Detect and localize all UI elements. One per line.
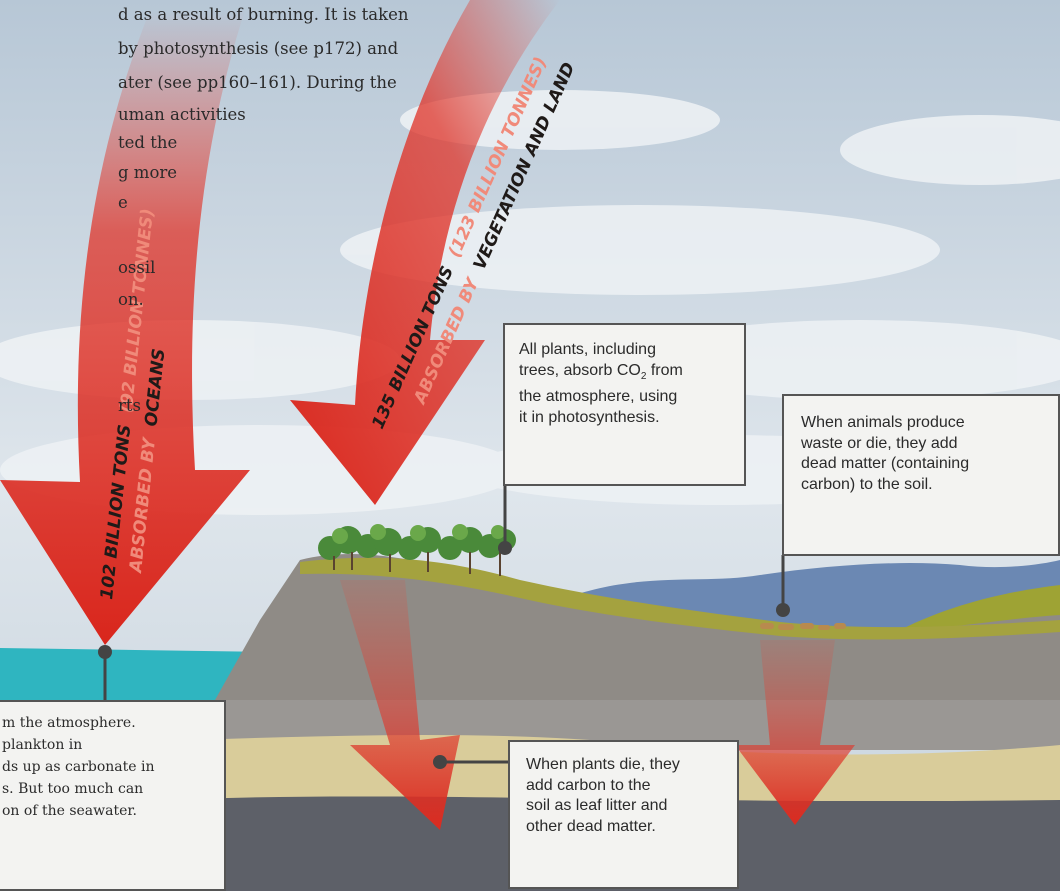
intro-line: rts xyxy=(118,396,141,415)
plants-die-callout: When plants die, they add carbon to the … xyxy=(508,740,739,889)
land-absorption-arrow xyxy=(290,0,560,505)
leader-dots xyxy=(98,541,790,769)
plants-line-co2: trees, absorb CO2 from xyxy=(519,361,683,382)
animals-line: carbon) to the soil. xyxy=(801,475,933,493)
ocean-absorption-arrow xyxy=(0,10,250,645)
soil-arrow-plants xyxy=(340,580,460,830)
plants-die-line: add carbon to the xyxy=(526,776,651,794)
plants-line: the atmosphere, using xyxy=(519,388,678,406)
ocean xyxy=(0,648,270,705)
animals-callout: When animals produce waste or die, they … xyxy=(782,394,1060,556)
plants-line: All plants, including xyxy=(519,341,656,358)
intro-line: ater (see pp160–161). During the xyxy=(118,73,397,92)
ocean-line: on of the seawater. xyxy=(2,803,137,819)
animals-line: dead matter (containing xyxy=(801,455,970,472)
plants-callout: All plants, including trees, absorb CO2 … xyxy=(503,323,746,486)
soil-arrow-animals xyxy=(735,640,855,825)
animals-icon xyxy=(760,623,846,630)
intro-line: d as a result of burning. It is taken xyxy=(118,5,409,24)
ocean-line: plankton in xyxy=(2,737,83,753)
ocean-line: m the atmosphere. xyxy=(2,715,136,731)
intro-line: on. xyxy=(118,290,144,309)
plants-line: it in photosynthesis. xyxy=(519,408,660,426)
intro-line: by photosynthesis (see p172) and xyxy=(118,39,399,58)
plants-die-line: other dead matter. xyxy=(526,817,656,835)
ocean-callout: m the atmosphere. plankton in ds up as c… xyxy=(0,700,226,891)
animals-line: waste or die, they add xyxy=(801,434,958,452)
plants-die-line: When plants die, they xyxy=(526,756,680,773)
ocean-line: s. But too much can xyxy=(2,781,144,797)
intro-line: uman activities xyxy=(118,105,246,124)
intro-line: e xyxy=(118,193,128,212)
grass xyxy=(300,557,1060,640)
intro-line: ossil xyxy=(118,258,156,277)
plants-die-line: soil as leaf litter and xyxy=(526,797,668,814)
intro-line: ted the xyxy=(118,133,178,152)
rock-layer xyxy=(215,554,1060,700)
leader-lines xyxy=(103,485,785,764)
ocean-line: ds up as carbonate in xyxy=(2,759,155,775)
intro-line: g more xyxy=(118,163,178,182)
animals-line: When animals produce xyxy=(801,414,965,431)
